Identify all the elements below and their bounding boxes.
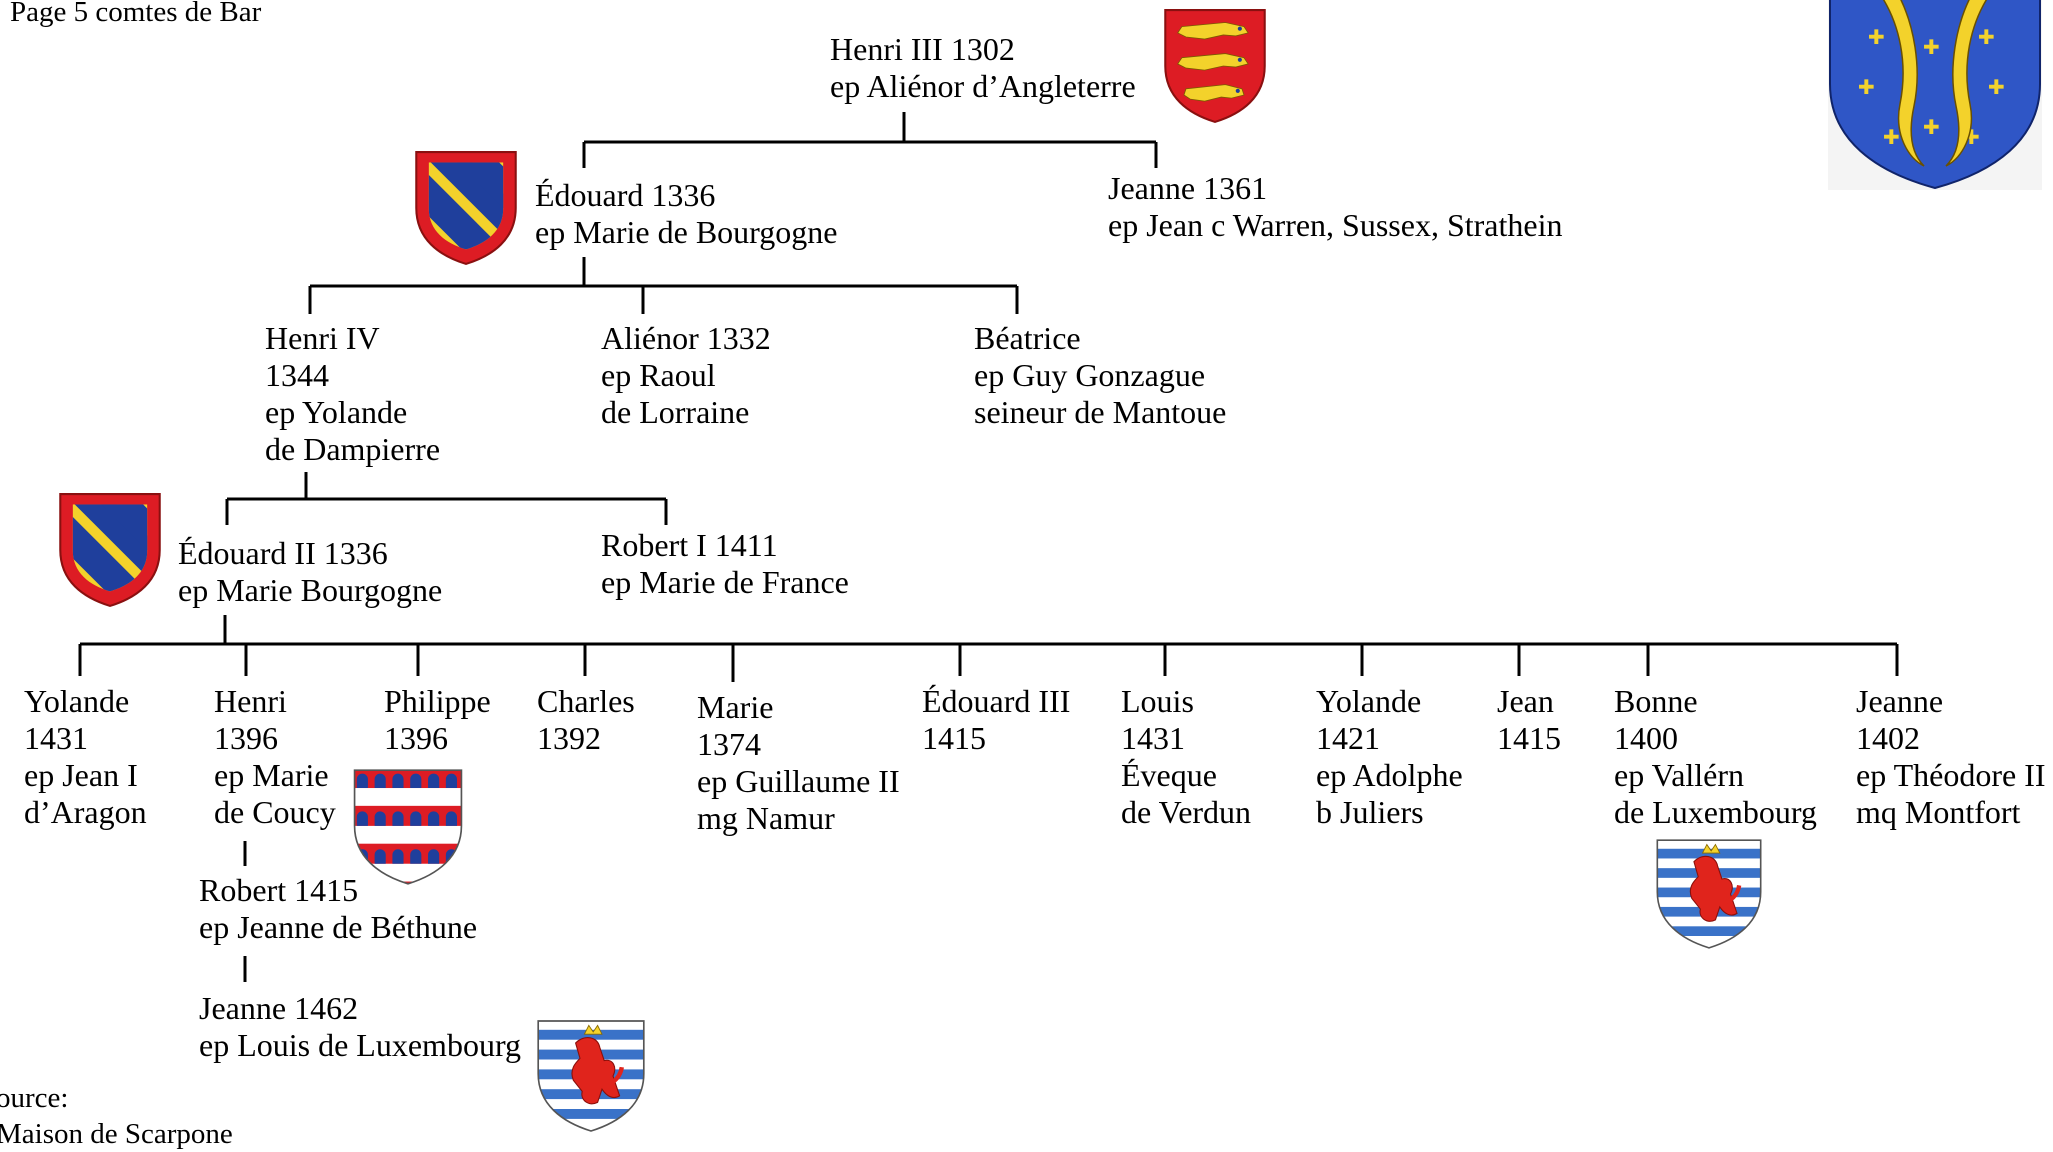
person-bonne: Bonne 1400 ep Vallérn de Luxembourg bbox=[1614, 683, 1817, 830]
source-note: ource: Maison de Scarpone bbox=[0, 1082, 233, 1150]
person-yolande-1421: Yolande 1421 ep Adolphe b Juliers bbox=[1316, 683, 1463, 830]
person-jeanne-1361: Jeanne 1361 ep Jean c Warren, Sussex, St… bbox=[1108, 170, 1563, 243]
person-robert-i: Robert I 1411 ep Marie de France bbox=[601, 527, 849, 600]
svg-text:✚: ✚ bbox=[1923, 115, 1940, 139]
person-beatrice: Béatrice ep Guy Gonzague seineur de Mant… bbox=[974, 320, 1227, 430]
person-edouard-iii: Édouard III 1415 bbox=[922, 683, 1071, 756]
bar-arms-icon: ✚ ✚ ✚ ✚ ✚ ✚ ✚ ✚ bbox=[1828, 0, 2042, 190]
person-jeanne-1402: Jeanne 1402 ep Théodore II mq Montfort bbox=[1856, 683, 2046, 830]
person-alienor: Aliénor 1332 ep Raoul de Lorraine bbox=[601, 320, 771, 430]
person-charles: Charles 1392 bbox=[537, 683, 635, 756]
person-edouard: Édouard 1336 ep Marie de Bourgogne bbox=[535, 177, 838, 250]
england-arms-icon bbox=[1164, 9, 1266, 124]
page-label: Page 5 comtes de Bar bbox=[10, 0, 262, 28]
person-jeanne-1462: Jeanne 1462 ep Louis de Luxembourg bbox=[199, 990, 522, 1063]
person-robert-1415: Robert 1415 ep Jeanne de Béthune bbox=[199, 872, 478, 945]
svg-text:✚: ✚ bbox=[1978, 25, 1995, 49]
burgundy-arms-icon bbox=[415, 151, 517, 266]
person-henri-iii: Henri III 1302 ep Aliénor d’Angleterre bbox=[830, 31, 1136, 104]
person-henri-iv: Henri IV 1344 ep Yolande de Dampierre bbox=[265, 320, 441, 467]
burgundy-arms-icon bbox=[59, 493, 161, 608]
svg-text:✚: ✚ bbox=[1923, 35, 1940, 59]
svg-text:✚: ✚ bbox=[1988, 75, 2005, 99]
person-edouard-ii: Édouard II 1336 ep Marie Bourgogne bbox=[178, 535, 443, 608]
person-henri-1396: Henri 1396 ep Marie de Coucy bbox=[214, 683, 336, 830]
luxembourg-arms-icon bbox=[1656, 839, 1762, 949]
svg-text:✚: ✚ bbox=[1858, 75, 1875, 99]
person-jean: Jean 1415 bbox=[1497, 683, 1561, 756]
person-yolande-1431: Yolande 1431 ep Jean I d’Aragon bbox=[24, 683, 147, 830]
person-marie-1374: Marie 1374 ep Guillaume II mg Namur bbox=[697, 689, 900, 836]
svg-text:✚: ✚ bbox=[1868, 25, 1885, 49]
coucy-arms-icon bbox=[353, 769, 463, 885]
person-philippe: Philippe 1396 bbox=[384, 683, 491, 756]
person-louis: Louis 1431 Éveque de Verdun bbox=[1121, 683, 1252, 830]
luxembourg-arms-icon bbox=[537, 1020, 645, 1132]
svg-text:✚: ✚ bbox=[1883, 125, 1900, 149]
